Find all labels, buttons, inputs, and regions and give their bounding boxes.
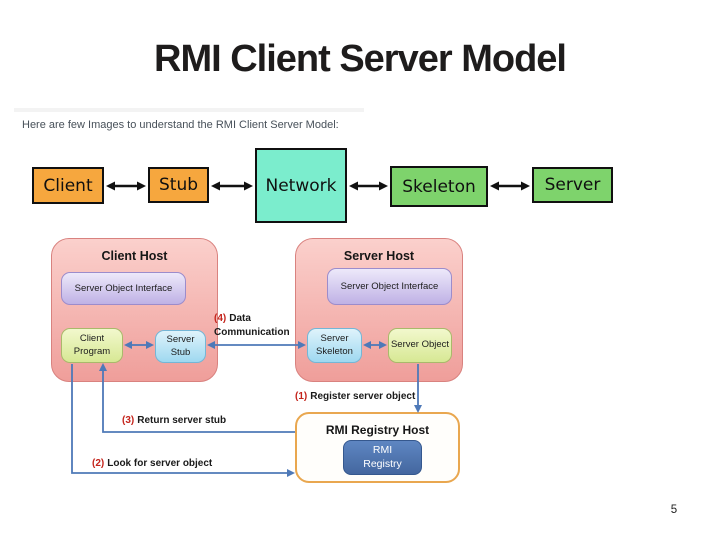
server-host-title: Server Host (343, 249, 415, 263)
slide-title: RMI Client Server Model (154, 38, 567, 80)
step-3-number: (3) (122, 415, 135, 426)
flow-node-skeleton: Skeleton (390, 166, 488, 207)
intro-text: Here are few Images to understand the RM… (22, 119, 339, 131)
flow-node-stub: Stub (148, 167, 209, 203)
step-4-number: (4) (214, 313, 227, 324)
step-3-text: Return server stub (137, 415, 227, 426)
client-server-object-interface-box: Server Object Interface (61, 272, 186, 305)
flow-node-server: Server (532, 167, 613, 203)
step-2-text: Look for server object (107, 458, 213, 469)
rmi-registry-label: RMI Registry (363, 443, 402, 470)
flow-node-client: Client (32, 167, 104, 204)
server-skeleton-box: Server Skeleton (307, 328, 362, 363)
server-server-object-interface-box: Server Object Interface (327, 268, 452, 305)
step-4-text: Data Communication (214, 313, 290, 338)
step-1-register-label: (1)Register server object (295, 391, 415, 402)
step-2-number: (2) (92, 458, 105, 469)
step-1-text: Register server object (310, 391, 416, 402)
server-stub-box: Server Stub (155, 330, 206, 363)
image-top-edge (14, 108, 364, 112)
step-3-return-label: (3)Return server stub (122, 415, 226, 426)
page-number: 5 (670, 504, 678, 516)
rmi-registry-host-title: RMI Registry Host (325, 423, 430, 437)
rmi-registry-box: RMI Registry (343, 440, 422, 475)
client-host-title: Client Host (101, 249, 168, 263)
step-4-data-communication-label: (4)Data Communication (214, 312, 300, 339)
step-1-number: (1) (295, 391, 308, 402)
step-2-look-label: (2)Look for server object (92, 458, 212, 469)
flow-node-network: Network (255, 148, 347, 223)
client-program-box: Client Program (61, 328, 123, 363)
server-object-box: Server Object (388, 328, 452, 363)
